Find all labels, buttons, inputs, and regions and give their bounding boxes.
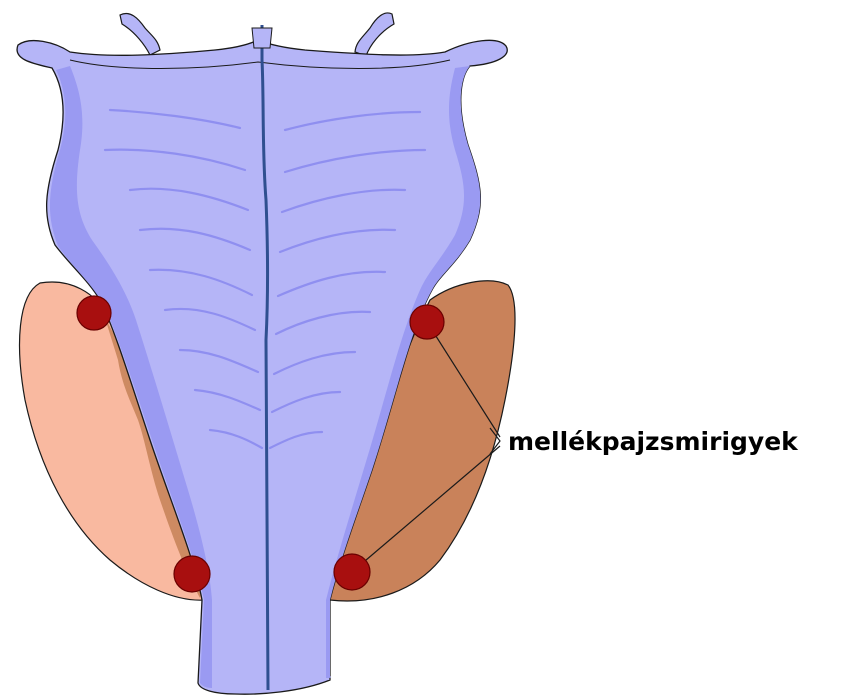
larynx-midline-cap: [252, 28, 272, 48]
callout-label: mellékpajzsmirigyek: [508, 427, 799, 456]
left-superior-horn: [120, 13, 160, 55]
parathyroid-lower-left: [174, 556, 210, 592]
parathyroid-lower-right: [334, 554, 370, 590]
right-superior-horn: [355, 13, 394, 56]
parathyroid-upper-left: [77, 296, 111, 330]
parathyroid-upper-right: [410, 305, 444, 339]
